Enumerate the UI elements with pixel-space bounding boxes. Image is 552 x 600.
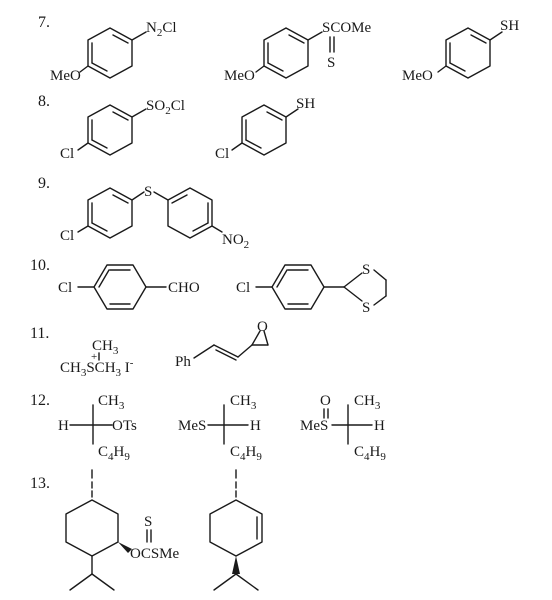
- compound-tosylate: CH3 H OTs C4H9: [58, 393, 137, 463]
- cyclohexene-ring: [209, 499, 263, 557]
- chloro-label: Cl: [58, 280, 72, 296]
- methyl-label: CH3: [354, 393, 381, 412]
- compound-sulfoxide: O CH3 MeS H C4H9: [300, 393, 386, 463]
- cyclohexane-ring: [65, 499, 119, 557]
- methyl-label: CH3: [230, 393, 257, 412]
- compound-thioether: CH3 MeS H C4H9: [178, 393, 262, 463]
- compound-aryl-diazonium: N2Cl MeO: [50, 20, 177, 84]
- sulfoxide-oxygen-label: O: [320, 393, 331, 409]
- sulfonyl-chloride-label: SO2Cl: [146, 98, 185, 117]
- compound-aryl-xanthate: SCOMe S MeO: [224, 20, 372, 84]
- compound-sulfonyl-chloride: SO2Cl Cl: [60, 98, 185, 162]
- positive-charge: +: [91, 351, 97, 363]
- phenyl-label: Ph: [175, 354, 191, 370]
- methoxy-label: MeO: [50, 68, 81, 84]
- xanthate-label: SCOMe: [322, 20, 372, 36]
- compound-chlorothiophenol: SH Cl: [215, 96, 315, 162]
- hydrogen-label: H: [58, 418, 69, 434]
- benzene-ring: [87, 104, 133, 156]
- wedge-bond: [232, 556, 240, 574]
- benzene-ring: [93, 264, 147, 310]
- chloro-label: Cl: [60, 228, 74, 244]
- hydrogen-label: H: [250, 418, 261, 434]
- compound-chlorobenzaldehyde: Cl CHO: [58, 264, 200, 310]
- thioether-s-label: S: [362, 300, 370, 316]
- problem-number: 8.: [38, 93, 50, 110]
- methoxy-label: MeO: [224, 68, 255, 84]
- butyl-label: C4H9: [230, 444, 262, 463]
- problem-number: 12.: [30, 392, 50, 409]
- compound-aryl-thiol: SH MeO: [402, 18, 519, 84]
- thione-s-label: S: [327, 55, 335, 71]
- compound-menthene: [209, 469, 263, 591]
- methylthio-label: MeS: [178, 418, 206, 434]
- methylsulfinyl-label: MeS: [300, 418, 328, 434]
- methyl-label: CH3: [92, 338, 119, 357]
- epoxide-oxygen-label: O: [257, 319, 268, 335]
- compound-sulfonium-iodide: CH3 + CH3SCH3 I-: [60, 338, 134, 379]
- xanthate-label: OCSMe: [130, 546, 180, 562]
- compound-vinyl-epoxide: Ph O: [175, 319, 269, 370]
- thiol-label: SH: [296, 96, 315, 112]
- thiol-label: SH: [500, 18, 519, 34]
- benzene-ring: [167, 187, 213, 239]
- sulfide-label: S: [144, 184, 152, 200]
- problem-10: 10. Cl CHO Cl S S: [30, 257, 387, 316]
- benzene-ring: [87, 27, 133, 79]
- problem-number: 9.: [38, 175, 50, 192]
- compound-menthyl-xanthate: OCSMe S: [65, 469, 180, 591]
- aldehyde-label: CHO: [168, 280, 200, 296]
- chloro-label: Cl: [215, 146, 229, 162]
- problem-number: 11.: [30, 325, 49, 342]
- compound-dithiolane: Cl S S: [236, 262, 387, 316]
- nitro-label: NO2: [222, 232, 249, 251]
- butyl-label: C4H9: [98, 444, 130, 463]
- hydrogen-label: H: [374, 418, 385, 434]
- butyl-label: C4H9: [354, 444, 386, 463]
- problem-number: 7.: [38, 14, 50, 31]
- diazonium-label: N2Cl: [146, 20, 177, 39]
- wedge-bond: [118, 542, 132, 553]
- benzene-ring: [271, 264, 325, 310]
- chloro-label: Cl: [236, 280, 250, 296]
- problem-7: 7. N2Cl MeO SCOMe S MeO: [38, 14, 519, 84]
- problem-number: 13.: [30, 475, 50, 492]
- benzene-ring: [263, 27, 309, 79]
- chloro-label: Cl: [60, 146, 74, 162]
- benzene-ring: [445, 27, 491, 79]
- tosylate-label: OTs: [112, 418, 137, 434]
- problem-9: 9. S Cl NO2: [38, 175, 249, 251]
- sulfonium-label: CH3SCH3 I-: [60, 357, 134, 379]
- thioether-s-label: S: [362, 262, 370, 278]
- methoxy-label: MeO: [402, 68, 433, 84]
- problem-13: 13. OCSMe S: [30, 469, 263, 591]
- problem-12: 12. CH3 H OTs C4H9 CH3 MeS H C4H9 O CH3 …: [30, 392, 386, 463]
- problem-number: 10.: [30, 257, 50, 274]
- thione-s-label: S: [144, 514, 152, 530]
- benzene-ring: [87, 187, 133, 239]
- benzene-ring: [241, 104, 287, 156]
- compound-diaryl-sulfide: S Cl NO2: [60, 184, 249, 251]
- problem-8: 8. SO2Cl Cl SH Cl: [38, 93, 315, 162]
- problem-11: 11. CH3 + CH3SCH3 I- Ph O: [30, 319, 269, 379]
- methyl-label: CH3: [98, 393, 125, 412]
